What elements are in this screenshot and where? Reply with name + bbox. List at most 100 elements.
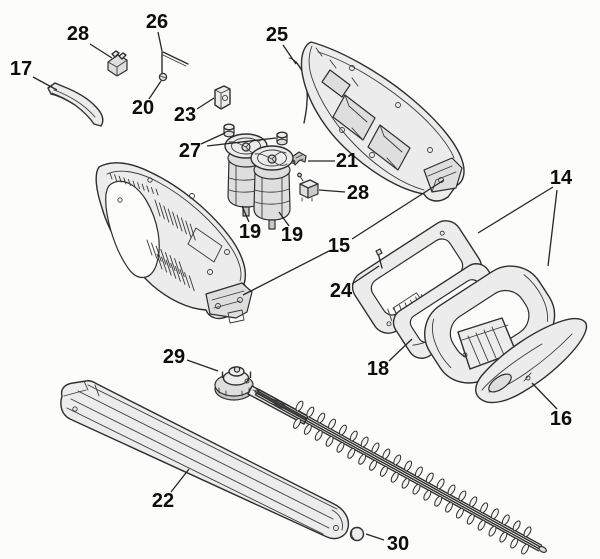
label-23: 23 xyxy=(174,104,196,126)
blade-tooth xyxy=(404,460,413,472)
part-20-screw xyxy=(158,72,168,82)
part-22-blade-guard xyxy=(60,380,350,540)
blade-tooth xyxy=(510,537,519,549)
label-29: 29 xyxy=(163,346,185,368)
label-19-left: 19 xyxy=(239,221,261,243)
label-17-leader xyxy=(32,76,58,91)
blade-tooth xyxy=(317,412,326,424)
blade-tooth xyxy=(436,478,445,490)
blade-tooth xyxy=(423,489,432,501)
label-21: 21 xyxy=(336,150,358,172)
blade-tooth xyxy=(382,448,391,460)
label-28-mid: 28 xyxy=(347,182,369,204)
blade-tooth xyxy=(358,453,367,465)
blade-tooth xyxy=(336,441,345,453)
label-27-leader xyxy=(200,132,226,145)
label-22: 22 xyxy=(152,490,174,512)
part-cutting-blade xyxy=(254,388,547,555)
label-22-leader xyxy=(170,468,190,493)
label-24-leader xyxy=(351,265,380,285)
label-18: 18 xyxy=(367,358,389,380)
label-29-leader xyxy=(186,359,219,372)
label-18-leader xyxy=(388,338,413,362)
label-19-right: 19 xyxy=(281,224,303,246)
label-20: 20 xyxy=(132,97,154,119)
blade-tooth xyxy=(347,447,356,459)
part-30-cap xyxy=(349,526,365,542)
label-30: 30 xyxy=(387,533,409,555)
label-28-top: 28 xyxy=(67,23,89,45)
blade-tooth xyxy=(523,526,532,538)
blade-tooth xyxy=(369,459,377,471)
label-28-mid-leader xyxy=(318,189,346,193)
blade-tooth xyxy=(314,429,323,441)
label-15-leader xyxy=(242,250,330,296)
label-30-leader xyxy=(365,533,385,541)
blade-tooth xyxy=(458,490,467,502)
blade-tooth xyxy=(480,502,489,514)
label-19-left-leader xyxy=(241,205,250,223)
label-15-leader xyxy=(351,179,445,240)
label-27-leader xyxy=(206,137,277,147)
blade-tooth xyxy=(414,466,423,478)
label-26-leader xyxy=(157,31,163,52)
label-15: 15 xyxy=(328,235,350,257)
part-21-clip xyxy=(291,151,307,166)
blade-tooth xyxy=(393,454,402,466)
label-16: 16 xyxy=(550,408,572,430)
callouts-layer: 17 28 26 20 23 25 27 21 28 19 19 15 14 24 18 16 29 22 30 xyxy=(10,11,573,555)
label-26: 26 xyxy=(146,11,168,33)
label-28-top-leader xyxy=(89,43,113,59)
blade-tooth xyxy=(488,525,497,537)
blade-tooth xyxy=(401,477,410,489)
blade-tooth xyxy=(490,508,499,520)
part-28-top-connector xyxy=(107,50,128,77)
blade-tooth xyxy=(412,483,421,495)
blade-tooth xyxy=(390,471,399,483)
blade-tooth xyxy=(360,436,369,448)
blade-tooth xyxy=(306,406,315,418)
label-14-leader xyxy=(477,186,554,234)
label-16-leader xyxy=(531,382,558,410)
housing-vents xyxy=(109,172,196,292)
blade-tooth xyxy=(295,400,304,412)
label-24: 24 xyxy=(330,280,353,302)
blade-tooth xyxy=(447,484,456,496)
part-upper-housing xyxy=(300,41,465,202)
blade-tooth xyxy=(338,424,347,436)
part-lower-housing xyxy=(95,162,253,324)
blade-tooth xyxy=(303,424,312,435)
part-16-guard-shell xyxy=(475,318,588,404)
blade-tooth xyxy=(425,472,434,484)
part-26-link-rod xyxy=(161,51,189,75)
blade-tooth xyxy=(501,514,510,526)
label-20-leader xyxy=(148,80,162,100)
label-25: 25 xyxy=(266,24,288,46)
blade-tooth xyxy=(434,495,443,507)
label-25-leader xyxy=(282,44,297,65)
blade-tooth xyxy=(521,543,530,555)
blade-tooth xyxy=(469,496,478,508)
label-27: 27 xyxy=(179,140,201,162)
blade-tooth xyxy=(325,435,334,447)
label-14: 14 xyxy=(550,167,573,189)
part-17-lever xyxy=(47,82,104,127)
blade-tooth xyxy=(455,507,464,519)
label-19-right-leader xyxy=(278,211,290,227)
part-19-motor-right xyxy=(250,145,294,230)
part-28-mid-switch xyxy=(297,172,319,202)
blade-tooth xyxy=(328,418,337,430)
label-17: 17 xyxy=(10,58,32,80)
blade-tooth xyxy=(512,520,521,532)
blade-tooth xyxy=(499,531,508,543)
blade-tooth xyxy=(477,519,486,531)
blade-tooth xyxy=(466,513,475,525)
part-23-block xyxy=(214,85,231,110)
blade-tooth xyxy=(349,430,358,442)
label-14-leader xyxy=(547,189,558,267)
blade-tooth xyxy=(379,465,388,477)
label-23-leader xyxy=(196,97,215,110)
blade-tooth xyxy=(445,501,453,513)
